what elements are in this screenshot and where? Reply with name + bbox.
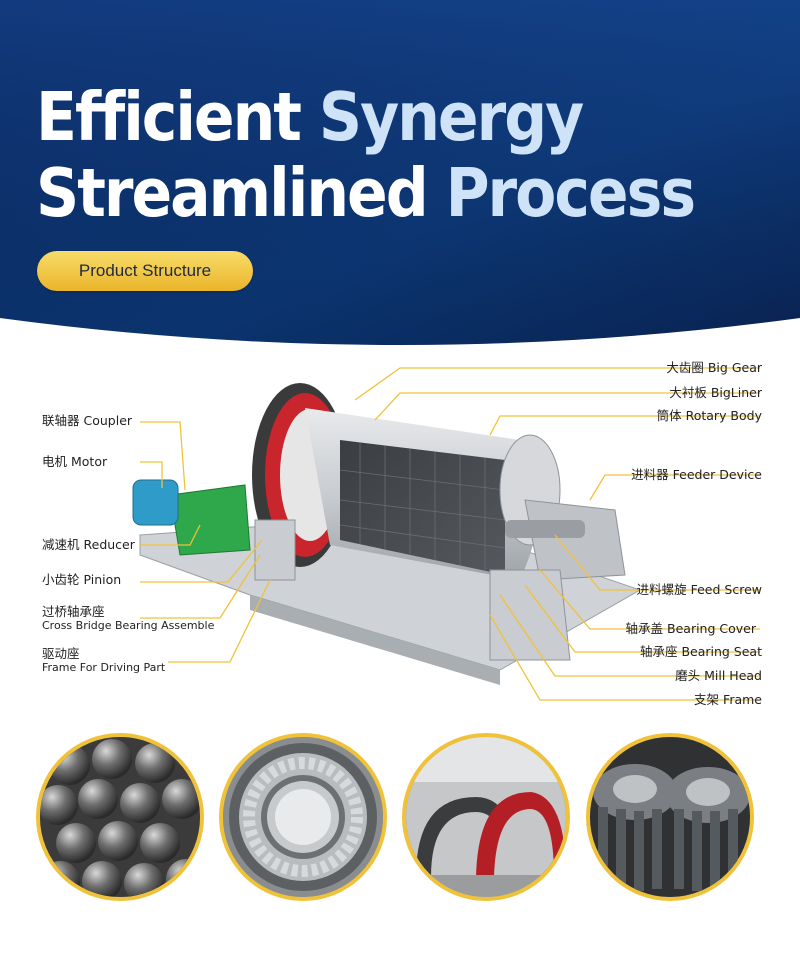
ball-mill-illustration xyxy=(132,367,760,701)
bearing-photo xyxy=(219,733,387,901)
hero-title-line2: Streamlined Process xyxy=(36,160,696,227)
label-feed-screw: 进料螺旋 Feed Screw xyxy=(636,582,762,597)
bearing-image xyxy=(223,737,383,897)
label-big-liner: 大衬板 BigLiner xyxy=(669,385,762,400)
label-pinion: 小齿轮 Pinion xyxy=(42,572,122,587)
label-coupler: 联轴器 Coupler xyxy=(42,413,133,428)
label-feeder-device: 进料器 Feeder Device xyxy=(631,467,762,482)
steel-balls-photo xyxy=(36,733,204,901)
hero-title-line1: Efficient Synergy xyxy=(36,84,584,151)
gear-ring-image xyxy=(406,737,566,897)
label-motor: 电机 Motor xyxy=(42,454,108,469)
label-bearing-seat: 轴承座 Bearing Seat xyxy=(639,644,762,659)
label-reducer: 减速机 Reducer xyxy=(42,537,135,552)
label-rotary-body: 筒体 Rotary Body xyxy=(656,408,762,423)
label-bearing-cover: 轴承盖 Bearing Cover xyxy=(625,621,756,636)
hero-banner: Efficient Synergy Streamlined Process Pr… xyxy=(0,0,800,345)
steel-balls-image xyxy=(40,737,200,897)
parts-photo-row xyxy=(0,733,800,903)
label-mill-head: 磨头 Mill Head xyxy=(675,668,762,683)
title-word: Streamlined xyxy=(36,154,429,233)
pinion-gears-image xyxy=(590,737,750,897)
gear-ring-photo xyxy=(402,733,570,901)
title-word: Process xyxy=(445,154,696,233)
product-structure-badge: Product Structure xyxy=(37,251,253,291)
ball-mill-diagram: 联轴器 Coupler 电机 Motor 减速机 Reducer 小齿轮 Pin… xyxy=(0,340,800,720)
label-big-gear: 大齿圈 Big Gear xyxy=(666,360,762,375)
title-word: Synergy xyxy=(318,78,584,157)
pinion-gears-photo xyxy=(586,733,754,901)
label-frame: 支架 Frame xyxy=(694,692,762,707)
title-word: Efficient xyxy=(36,78,302,157)
